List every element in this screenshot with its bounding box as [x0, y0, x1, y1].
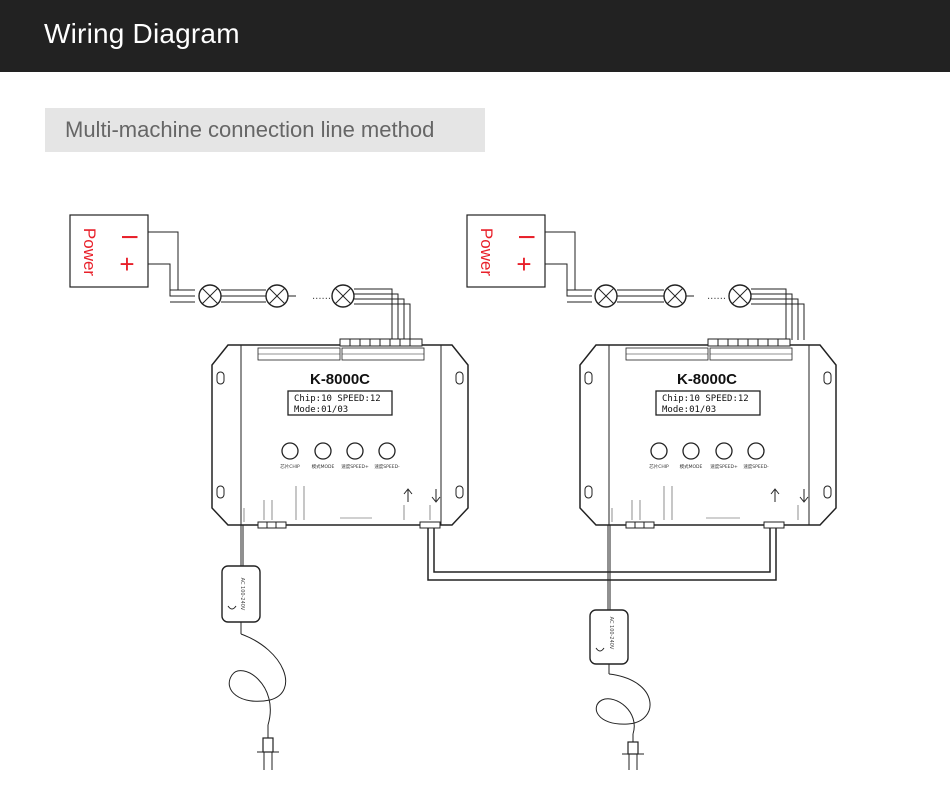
- unit-2: Power I + ......: [466, 214, 837, 770]
- speed-down-button: [747, 442, 765, 460]
- power-label: Power: [477, 228, 496, 277]
- power-adapter-2: AC 100-240V: [589, 525, 651, 770]
- controller-1: K-8000C Chip:10 SPEED:12 Mode:01/03 芯片CH…: [211, 338, 469, 529]
- button-label: 速度SPEED+: [341, 463, 369, 470]
- speed-up-button: [346, 442, 364, 460]
- speed-up-button: [715, 442, 733, 460]
- power-plus: +: [516, 249, 531, 279]
- controller-model: K-8000C: [677, 371, 737, 388]
- button-label: 模式MODE: [312, 463, 335, 470]
- button-label: 速度SPEED-: [743, 463, 769, 470]
- led-bulbs-1: ......: [198, 284, 355, 308]
- chip-button: [650, 442, 668, 460]
- bulb-ellipsis: ......: [312, 291, 331, 302]
- controller-2: K-8000C Chip:10 SPEED:12 Mode:01/03 芯片CH…: [579, 338, 837, 529]
- lcd-line-1: Chip:10 SPEED:12: [294, 394, 381, 404]
- power-minus: I: [117, 234, 142, 240]
- power-adapter-1: AC 100-240V: [221, 525, 287, 770]
- power-minus: I: [514, 234, 539, 240]
- lcd-line-1: Chip:10 SPEED:12: [662, 394, 749, 404]
- button-label: 速度SPEED-: [374, 463, 400, 470]
- power-plus: +: [119, 249, 134, 279]
- power-supply-1: Power I +: [69, 214, 149, 288]
- mode-button: [314, 442, 332, 460]
- header-bar: Wiring Diagram: [0, 0, 950, 72]
- led-bulbs-2: ......: [594, 284, 752, 308]
- chip-button: [281, 442, 299, 460]
- link-wires: [427, 522, 777, 581]
- controller-model: K-8000C: [310, 371, 370, 388]
- lcd-line-2: Mode:01/03: [294, 405, 348, 415]
- speed-down-button: [378, 442, 396, 460]
- unit-1: Power I + ......: [69, 214, 469, 770]
- power-supply-2: Power I +: [466, 214, 546, 288]
- bulb-ellipsis: ......: [707, 291, 726, 302]
- button-label: 芯片CHIP: [649, 463, 669, 470]
- adapter-label: AC 100-240V: [239, 578, 245, 611]
- mode-button: [682, 442, 700, 460]
- button-label: 模式MODE: [680, 463, 703, 470]
- page-title: Wiring Diagram: [44, 18, 240, 49]
- subtitle: Multi-machine connection line method: [65, 117, 435, 142]
- power-label: Power: [80, 228, 99, 277]
- adapter-label: AC 100-240V: [608, 617, 614, 650]
- button-label: 芯片CHIP: [280, 463, 300, 470]
- lcd-line-2: Mode:01/03: [662, 405, 716, 415]
- button-label: 速度SPEED+: [710, 463, 738, 470]
- subtitle-box: Multi-machine connection line method: [45, 108, 485, 152]
